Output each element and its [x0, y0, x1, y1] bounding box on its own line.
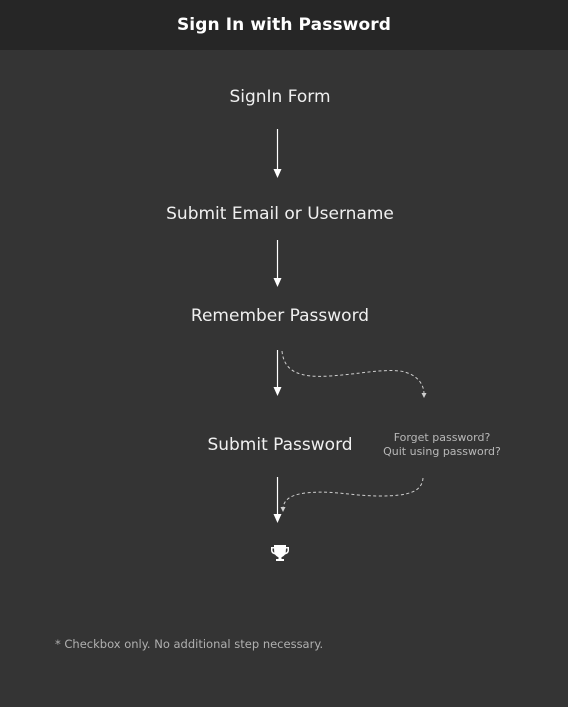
footnote: * Checkbox only. No additional step nece… [55, 637, 324, 651]
dashed-arrow-to-side-note [281, 350, 427, 398]
side-note-forget-password: Forget password? [393, 431, 491, 444]
arrow-submit-to-end [273, 477, 282, 523]
arrow-remember-to-submit [273, 350, 282, 396]
arrow-email-to-remember [273, 240, 282, 287]
flow-step-submit-email: Submit Email or Username [166, 204, 394, 224]
trophy-icon [271, 545, 289, 561]
side-note-quit-password: Quit using password? [383, 445, 501, 458]
dashed-arrow-from-side-note [280, 477, 424, 512]
page-title: Sign In with Password [176, 15, 392, 35]
flow-step-signin-form: SignIn Form [229, 87, 331, 107]
arrow-signin-to-email [273, 129, 282, 178]
flow-step-submit-password: Submit Password [207, 435, 353, 455]
side-note: Forget password? Quit using password? [372, 431, 512, 459]
page-header: Sign In with Password [0, 0, 568, 50]
flow-step-remember-password: Remember Password [190, 306, 370, 326]
